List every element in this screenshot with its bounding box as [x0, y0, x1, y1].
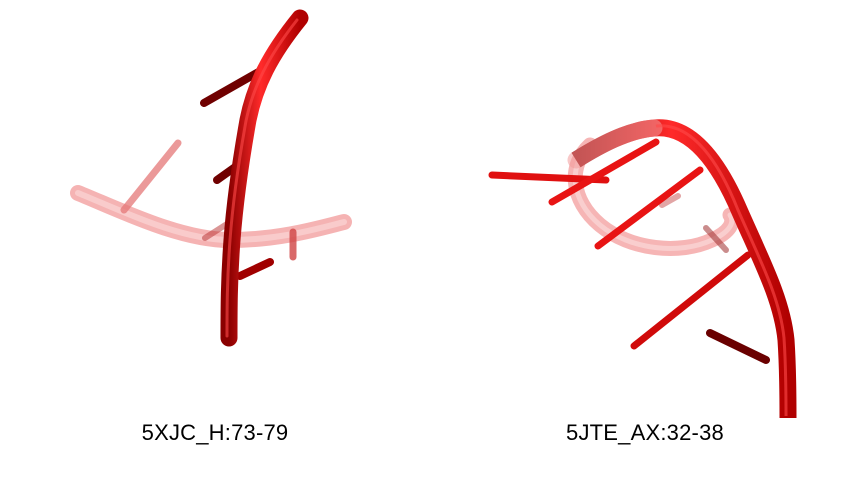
structure-panel-right: 5JTE_AX:32-38 [430, 0, 860, 480]
rna-structure-5xjc [70, 9, 352, 347]
faded-back-strand [70, 139, 352, 261]
main-loop-bases [488, 138, 770, 364]
structure-panel-left: 5XJC_H:73-79 [70, 9, 352, 445]
rna-structure-5jte [488, 119, 797, 419]
main-backbone-arch [567, 119, 797, 419]
structure-label-right: 5JTE_AX:32-38 [566, 420, 724, 445]
main-backbone [220, 9, 309, 347]
structure-label-left: 5XJC_H:73-79 [141, 420, 289, 445]
